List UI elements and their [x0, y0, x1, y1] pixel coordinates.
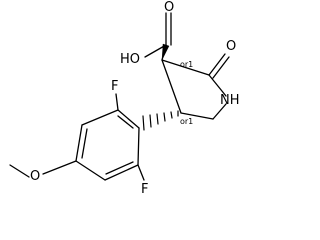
bond-ar6-ar1 [137, 127, 140, 166]
atom-hydroxyl: HO [120, 52, 140, 67]
bond-c4-c3 [161, 59, 182, 114]
hashed-bond-c4-aryl [142, 110, 179, 131]
wedge-bond-c3-cooh [161, 43, 170, 61]
atom-fluorine-top: F [111, 79, 118, 94]
atom-nitrogen: NH [220, 93, 240, 108]
bond-ar5-ar6 [104, 164, 139, 181]
atom-o-lactam: O [226, 39, 236, 54]
bonds [9, 12, 230, 181]
bond-ar1-ar2 [117, 109, 140, 129]
bond-ar5-ar6-inner [105, 161, 134, 175]
atom-o-acid-carbonyl: O [164, 0, 174, 15]
bond-ar3-ar4 [75, 124, 83, 162]
bond-o-methyl [9, 164, 30, 178]
bond-ar3-ar4-inner [81, 128, 88, 159]
bond-ar1-ar2-inner [117, 115, 134, 129]
atom-fluorine-bottom: F [141, 182, 148, 197]
bond-n-c5 [212, 103, 227, 120]
bond-c2-n [208, 74, 227, 97]
bond-ar2-ar3 [81, 109, 119, 126]
bond-cooh-oh [144, 44, 167, 58]
atom-methoxy-oxygen: O [30, 169, 40, 184]
bond-ar6-f [137, 164, 145, 181]
chemical-structure: O HO O NH F F O or1 or1 [9, 0, 240, 197]
bond-c3-c2 [161, 59, 210, 76]
bond-ar2-f [115, 93, 119, 111]
bond-ar4-ar5 [75, 160, 106, 181]
bond-c2-o-b [212, 56, 230, 79]
bond-ar4-o [42, 160, 77, 175]
bond-c5-c4 [180, 112, 214, 120]
bond-c2-o-a [208, 53, 226, 76]
stereo-label-c3: or1 [180, 60, 193, 69]
stereo-label-c4: or1 [180, 117, 193, 126]
